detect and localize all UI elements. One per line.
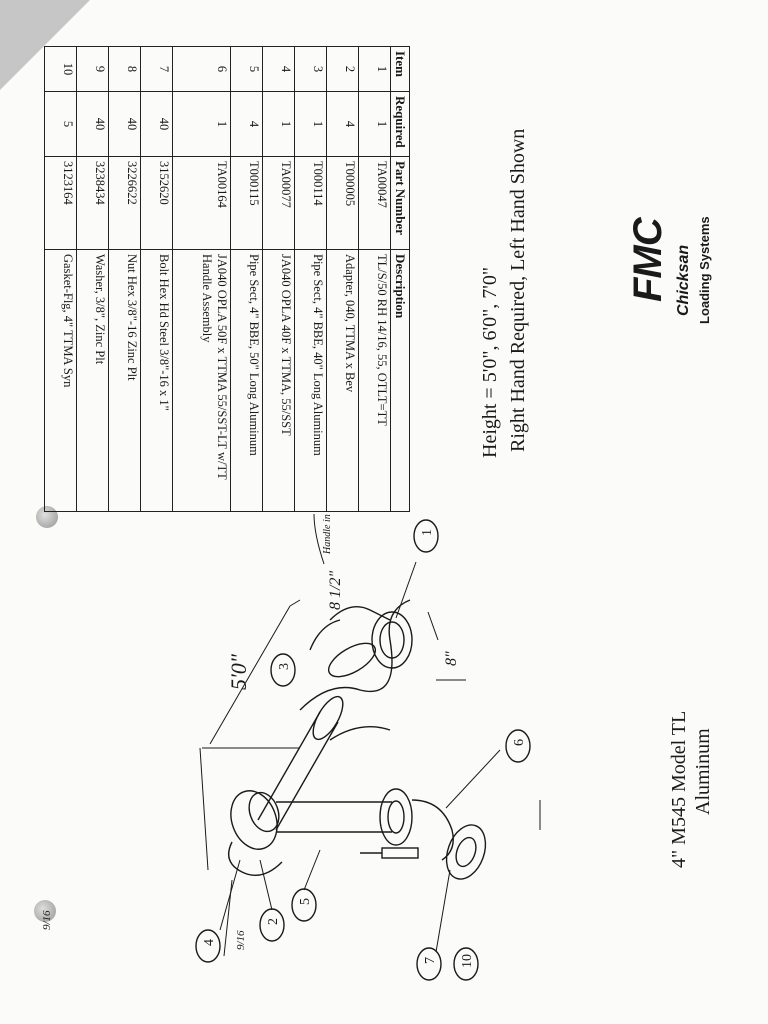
punch-hole [36, 506, 58, 528]
upper-swivel-joint [299, 599, 411, 711]
lower-elbow-6 [411, 799, 454, 861]
pipe-section-3 [257, 711, 321, 821]
flange-1 [371, 611, 413, 669]
callout-4 [195, 929, 221, 963]
punch-hole [34, 900, 56, 922]
dim-height: 5'0" [226, 653, 251, 690]
callout-6 [505, 729, 531, 763]
callout-7 [416, 947, 442, 981]
callout-3 [270, 653, 296, 687]
callout-label-5: 5 [298, 898, 313, 905]
callout-label-6: 6 [512, 739, 527, 746]
dim-fraction-1: 9/16 [235, 930, 247, 950]
callout-label-1: 1 [420, 529, 435, 536]
dim-offset: 8" [443, 651, 460, 666]
callout-10 [453, 947, 479, 981]
callout-label-7: 7 [423, 957, 438, 964]
callout-label-4: 4 [202, 939, 217, 946]
handle-grip [381, 847, 419, 859]
callout-label-10: 10 [460, 954, 475, 968]
dim-reach: 8 1/2" [327, 571, 344, 610]
callout-5 [291, 888, 317, 922]
callout-label-2: 2 [266, 918, 281, 925]
dim-fraction-2: 9/16 [41, 910, 53, 930]
callout-2 [259, 908, 285, 942]
page-corner-shadow [0, 0, 90, 90]
lower-left-elbow [230, 790, 278, 850]
callout-label-3: 3 [277, 663, 292, 670]
callout-1 [413, 519, 439, 553]
handwritten-note: Handle in [322, 514, 333, 555]
dim-line-height [209, 605, 291, 745]
